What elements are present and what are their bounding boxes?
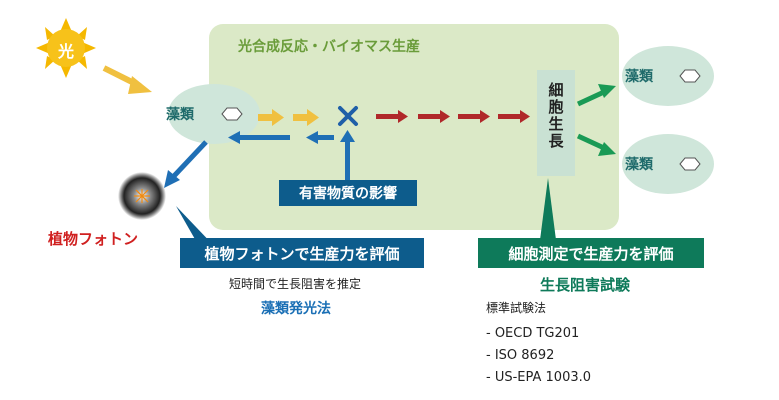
cross-icon bbox=[338, 106, 358, 126]
panel-title: 光合成反応・バイオマス生産 bbox=[238, 39, 420, 55]
algae-bottom-right-label: 藻類 bbox=[625, 157, 653, 173]
photon-emission-arrow bbox=[164, 140, 208, 188]
yellow-arrows bbox=[258, 109, 319, 126]
photon-callout-pointer bbox=[176, 206, 216, 248]
cell-growth-box: 細胞生長 bbox=[537, 70, 575, 176]
green-arrows bbox=[576, 84, 616, 156]
plant-photon-label: 植物フォトン bbox=[48, 230, 139, 248]
hexagon-icon bbox=[221, 107, 243, 121]
algae-top-right-ellipse bbox=[622, 46, 714, 106]
cell-eval-box: 細胞測定で生産力を評価 bbox=[478, 238, 704, 268]
sun-icon bbox=[36, 18, 96, 78]
algae-top-right-label: 藻類 bbox=[625, 69, 653, 85]
hexagon-icon bbox=[679, 157, 701, 171]
standard-item: - OECD TG201 bbox=[486, 326, 580, 341]
harmful-effect-arrow bbox=[340, 130, 355, 180]
algae-left-label: 藻類 bbox=[166, 107, 194, 123]
sun-label: 光 bbox=[58, 42, 75, 61]
sunlight-arrow bbox=[102, 65, 152, 94]
standards-heading: 標準試験法 bbox=[486, 301, 547, 315]
cell-method: 生長阻害試験 bbox=[540, 276, 631, 294]
standard-item: - ISO 8692 bbox=[486, 348, 555, 363]
algae-left-ellipse bbox=[168, 84, 260, 144]
red-arrows bbox=[376, 110, 530, 123]
blue-return-arrows bbox=[228, 131, 334, 144]
photon-eval-box: 植物フォトンで生産力を評価 bbox=[180, 238, 424, 268]
glow-icon bbox=[118, 172, 166, 220]
algae-bottom-right-ellipse bbox=[622, 134, 714, 194]
photon-eval-desc: 短時間で生長阻害を推定 bbox=[229, 277, 362, 291]
photon-method: 藻類発光法 bbox=[261, 301, 331, 317]
standard-item: - US-EPA 1003.0 bbox=[486, 370, 592, 385]
hexagon-icon bbox=[679, 69, 701, 83]
harmful-effect-box: 有害物質の影響 bbox=[279, 180, 417, 206]
cell-growth-label: 細胞生長 bbox=[546, 82, 565, 150]
cell-callout-pointer bbox=[540, 178, 556, 240]
